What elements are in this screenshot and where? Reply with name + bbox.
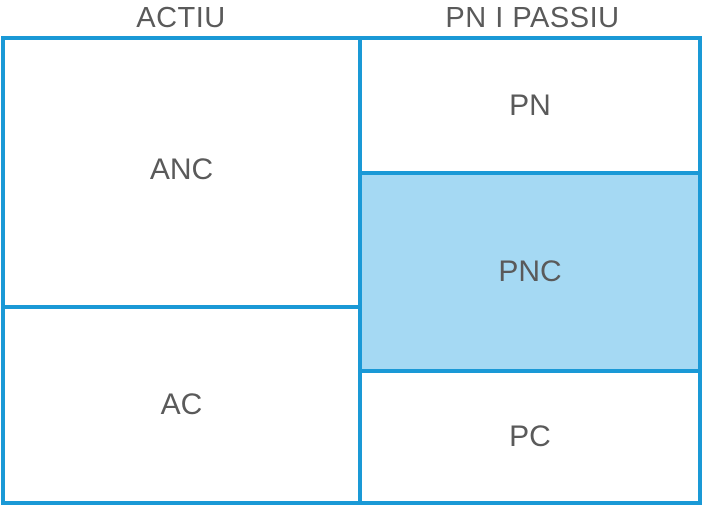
pnc-label: PNC (498, 255, 562, 288)
anc-box: ANC (1, 36, 362, 309)
ac-box: AC (1, 305, 362, 505)
pn-i-passiu-header: PN I PASSIU (445, 1, 620, 34)
anc-label: ANC (149, 152, 214, 186)
balance-diagram: ANC AC PN PNC PC (1, 36, 702, 505)
pn-label: PN (509, 88, 551, 122)
pc-label: PC (509, 420, 551, 453)
pnc-box: PNC (358, 171, 702, 373)
actiu-header: ACTIU (136, 1, 226, 34)
pc-box: PC (358, 369, 702, 505)
ac-label: AC (160, 388, 203, 421)
pn-box: PN (358, 36, 702, 175)
